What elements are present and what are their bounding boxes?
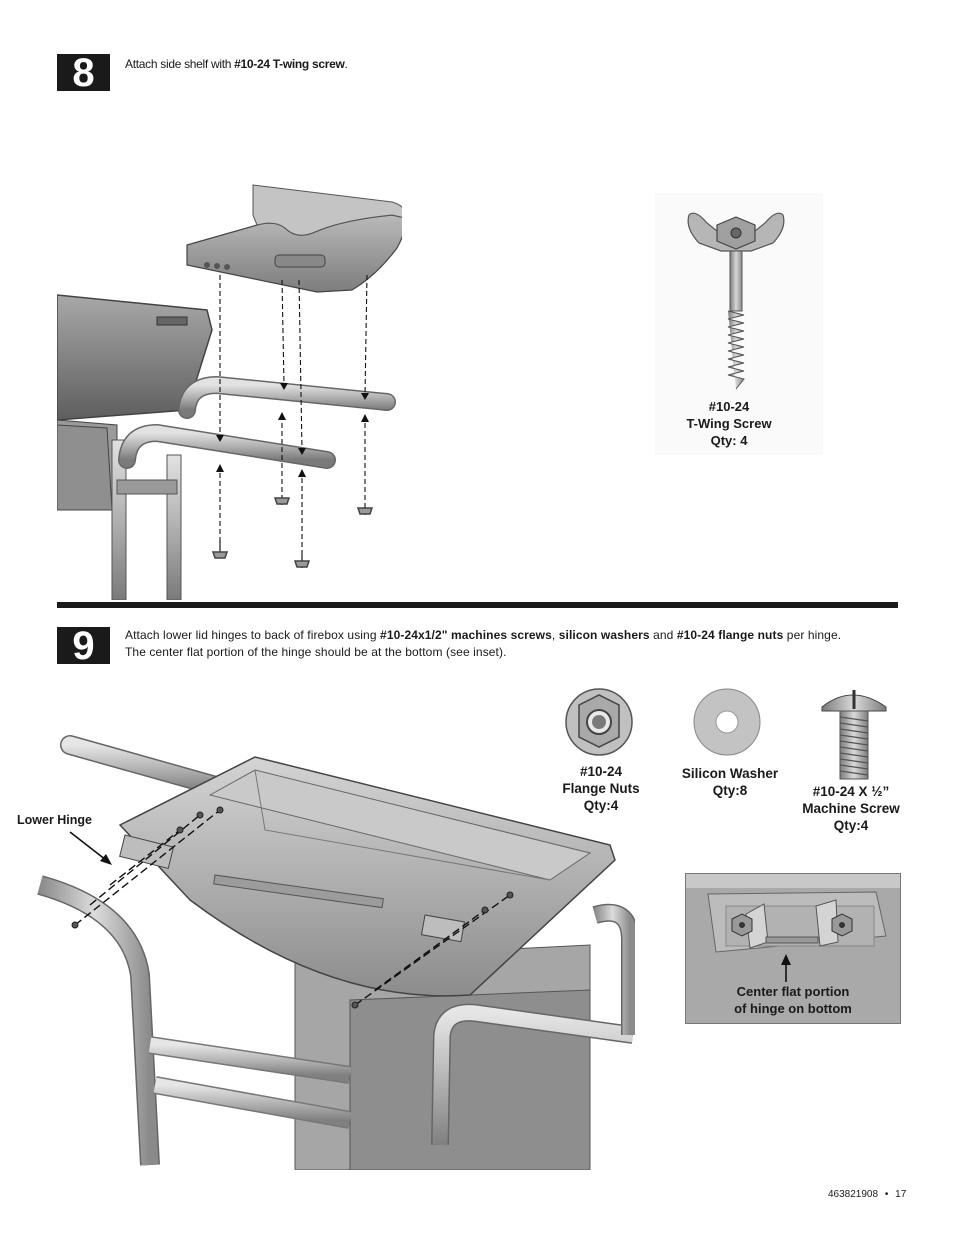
silicon-washer-qty: Qty:8	[712, 783, 748, 798]
step-9-instruction-line-1: Attach lower lid hinges to back of fireb…	[125, 627, 915, 644]
page-footer: 463821908 • 17	[828, 1189, 906, 1200]
t-wing-screw-qty: Qty: 4	[710, 433, 748, 448]
machine-screw-part: #10-24 X ½” Machine Screw Qty:4	[800, 685, 905, 840]
document-number: 463821908	[828, 1189, 879, 1200]
step-9-bold-screws: #10-24x1/2" machines screws	[380, 628, 552, 642]
hinge-inset-image	[686, 874, 900, 982]
machine-screw-caption: #10-24 X ½” Machine Screw Qty:4	[800, 783, 902, 834]
silicon-washer-part: Silicon Washer Qty:8	[680, 685, 780, 805]
footer-separator: •	[884, 1189, 889, 1200]
hinge-inset: Center flat portion of hinge on bottom	[685, 873, 901, 1024]
section-divider	[57, 602, 898, 608]
flange-nut-icon	[565, 688, 633, 756]
step-9-instruction: Attach lower lid hinges to back of fireb…	[125, 627, 915, 661]
machine-screw-qty: Qty:4	[833, 818, 869, 833]
step-9-text-4: per hinge.	[783, 628, 842, 642]
hinge-inset-caption: Center flat portion of hinge on bottom	[686, 983, 900, 1017]
machine-screw-icon	[821, 690, 887, 780]
step-8-instruction-text: Attach side shelf with	[125, 57, 235, 71]
flange-nut-caption: #10-24 Flange Nuts Qty:4	[555, 763, 647, 814]
step-9-illustration	[37, 735, 635, 1170]
step-9-number: 9	[57, 623, 110, 668]
machine-screw-size: #10-24 X ½”	[812, 784, 890, 799]
step-9-text-3: and	[649, 628, 677, 642]
step-9-text-1: Attach lower lid hinges to back of fireb…	[125, 628, 381, 642]
silicon-washer-caption: Silicon Washer Qty:8	[680, 765, 780, 799]
step-8-instruction-end: .	[344, 57, 348, 71]
flange-nut-part: #10-24 Flange Nuts Qty:4	[555, 685, 645, 825]
t-wing-screw-part: #10-24 T-Wing Screw Qty: 4	[655, 193, 823, 455]
step-8-number: 8	[57, 50, 110, 95]
t-wing-screw-caption: #10-24 T-Wing Screw Qty: 4	[655, 398, 803, 449]
t-wing-screw-size: #10-24	[708, 399, 750, 414]
flange-nut-qty: Qty:4	[583, 798, 619, 813]
silicon-washer-name: Silicon Washer	[681, 766, 779, 781]
step-8-instruction-bold: #10-24 T-wing screw	[234, 57, 345, 71]
step-9-instruction-line-2: The center flat portion of the hinge sho…	[125, 645, 507, 659]
lower-hinge-label: Lower Hinge	[17, 813, 93, 827]
step-9-bold-nuts: #10-24 flange nuts	[676, 628, 784, 642]
inset-caption-line-1: Center flat portion	[736, 984, 850, 999]
step-8-number-text: 8	[72, 50, 95, 95]
step-9-bold-washers: silicon washers	[558, 628, 650, 642]
step-9-number-text: 9	[72, 623, 95, 668]
flange-nut-size: #10-24	[579, 764, 623, 779]
t-wing-screw-name: T-Wing Screw	[686, 416, 772, 431]
flange-nut-name: Flange Nuts	[562, 781, 640, 796]
t-wing-screw-icon	[687, 212, 785, 390]
page-number: 17	[895, 1189, 907, 1200]
silicon-washer-icon	[693, 688, 761, 756]
inset-caption-line-2: of hinge on bottom	[734, 1001, 852, 1016]
step-9-text-2: ,	[551, 628, 559, 642]
machine-screw-name: Machine Screw	[802, 801, 900, 816]
step-8-instruction: Attach side shelf with #10-24 T-wing scr…	[125, 56, 348, 73]
step-8-illustration	[57, 184, 402, 600]
lower-hinge-arrow	[69, 831, 112, 865]
